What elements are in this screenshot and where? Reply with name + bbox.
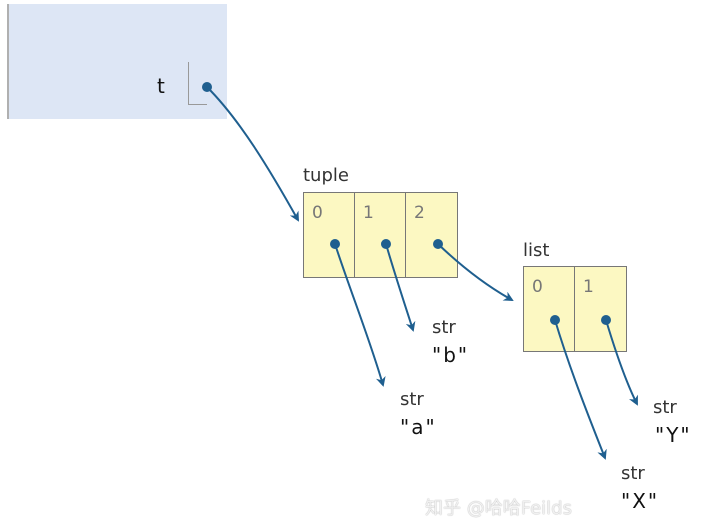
tuple-cell: 1 (355, 193, 406, 277)
str-b-value: "b" (432, 343, 470, 367)
index-label: 2 (414, 203, 425, 223)
pointer-dot (550, 315, 560, 325)
index-label: 1 (583, 277, 594, 297)
arrow-tuple2-to-list (437, 243, 514, 301)
arrow-tuple1-to-b (385, 243, 416, 332)
list-object: 0 1 (523, 266, 627, 352)
pointer-dot (433, 239, 443, 249)
variable-slot-t (188, 62, 207, 105)
str-b-type: str (432, 317, 456, 338)
index-label: 0 (312, 203, 323, 223)
arrow-tuple0-to-a (334, 243, 386, 387)
tuple-cell: 2 (406, 193, 457, 277)
global-frame (7, 4, 227, 119)
tuple-object: 0 1 2 (303, 192, 458, 278)
list-label: list (523, 240, 550, 261)
str-a-type: str (400, 389, 424, 410)
pointer-dot (381, 239, 391, 249)
arrow-list0-to-x (554, 319, 607, 460)
str-y-value: "Y" (655, 423, 692, 447)
str-x-value: "X" (621, 489, 660, 513)
str-a-value: "a" (400, 415, 437, 439)
pointer-dot (601, 315, 611, 325)
index-label: 1 (363, 203, 374, 223)
list-cell: 1 (575, 267, 626, 351)
index-label: 0 (532, 277, 543, 297)
pointer-dot (330, 239, 340, 249)
variable-name-t: t (157, 74, 165, 98)
tuple-cell: 0 (304, 193, 355, 277)
list-cell: 0 (524, 267, 575, 351)
pointer-dot (202, 82, 212, 92)
tuple-label: tuple (303, 165, 349, 186)
str-x-type: str (621, 463, 645, 484)
arrow-t-to-tuple (206, 86, 299, 222)
arrow-list1-to-y (605, 319, 638, 406)
watermark: 知乎 @哈哈Feilds (425, 498, 572, 519)
str-y-type: str (653, 397, 677, 418)
